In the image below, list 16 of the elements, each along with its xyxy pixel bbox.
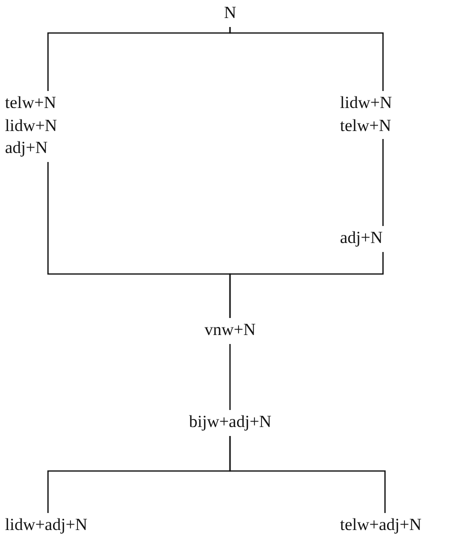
term-label: lidw+N	[340, 92, 392, 114]
tree-branch-line	[229, 252, 384, 318]
tree-branch-line	[229, 27, 384, 91]
tree-branch-line	[382, 139, 384, 226]
term-label: adj+N	[340, 227, 383, 249]
term-label: telw+N	[5, 92, 58, 114]
tree-branch-line	[229, 436, 386, 513]
tree-branch-line	[229, 344, 231, 410]
term-label: telw+N	[340, 114, 392, 136]
term-label: N	[224, 2, 236, 24]
term-label: lidw+N	[5, 114, 58, 136]
term-label: lidw+adj+N	[5, 514, 88, 536]
term-label: telw+adj+N	[340, 514, 422, 536]
term-label: bijw+adj+N	[189, 411, 272, 433]
term-label: adj+N	[5, 137, 49, 159]
term-label: vnw+N	[204, 319, 256, 341]
